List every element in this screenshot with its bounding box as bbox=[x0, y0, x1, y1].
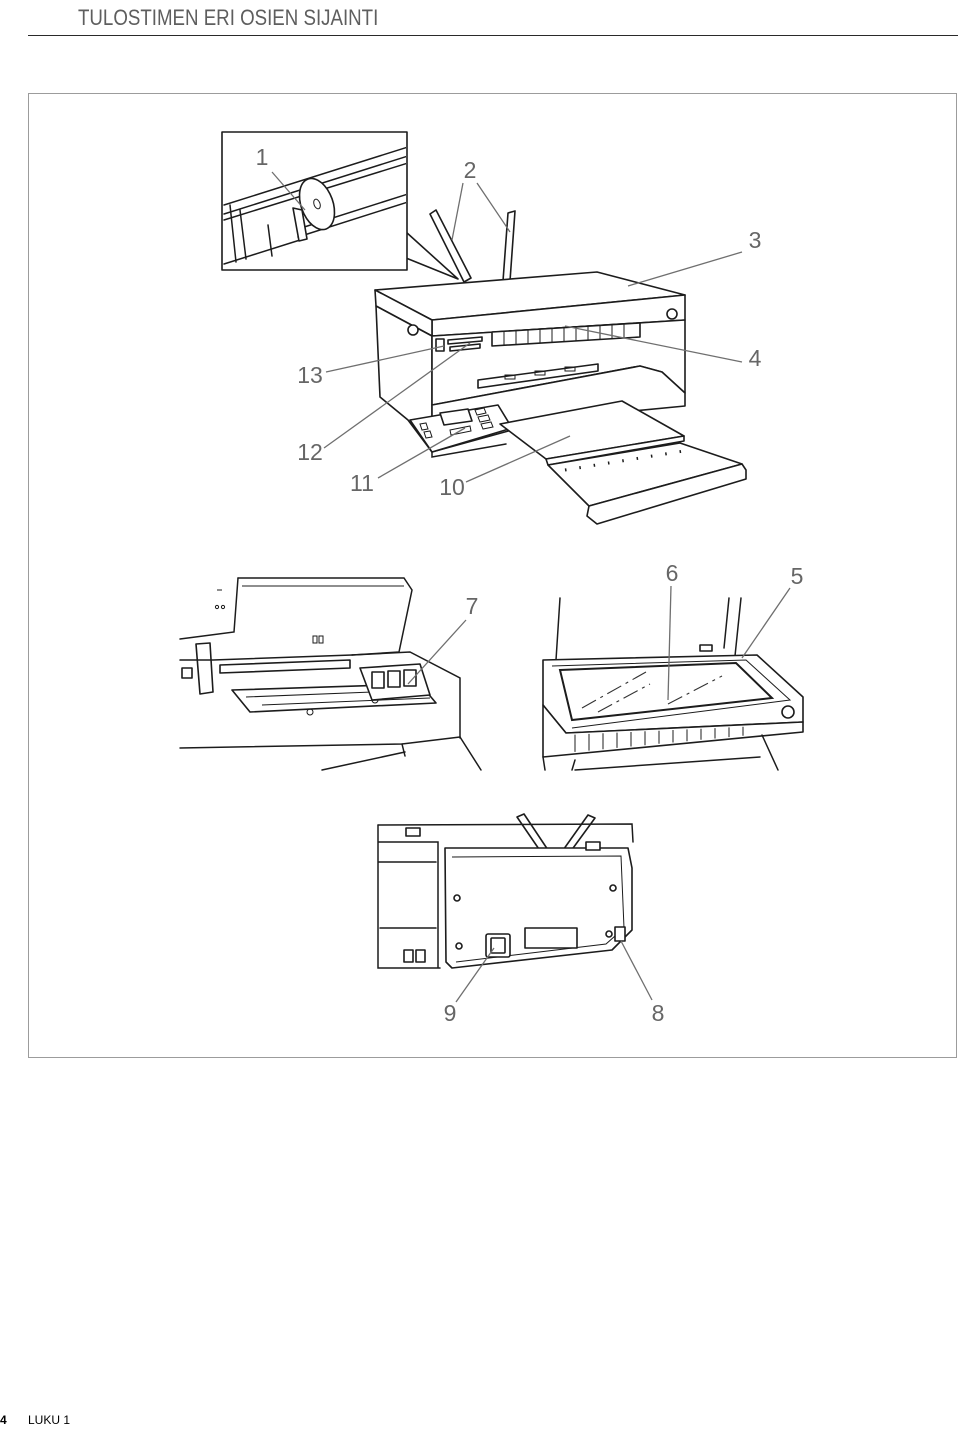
lid-hinge bbox=[699, 644, 713, 652]
title-rule bbox=[28, 35, 958, 36]
rear-tab-left bbox=[405, 827, 421, 837]
lid-molded-marks bbox=[214, 589, 324, 644]
callout-labels: 1 2 3 4 5 6 7 8 9 10 11 12 13 bbox=[256, 144, 804, 1026]
pick-up-roller bbox=[298, 177, 336, 231]
scanner-front-ticks bbox=[574, 726, 744, 752]
ink-cartridge-2 bbox=[387, 670, 401, 688]
callout-label-3: 3 bbox=[749, 227, 762, 253]
rear-screw-2 bbox=[609, 884, 617, 892]
footer-page-number: 4 bbox=[0, 1413, 7, 1427]
rear-left-block bbox=[377, 824, 441, 969]
rear-screw-3 bbox=[605, 930, 613, 938]
body-base-edge bbox=[431, 443, 507, 458]
power-socket-inner bbox=[490, 937, 506, 954]
scanner-glass bbox=[558, 661, 775, 722]
output-slot-notches bbox=[504, 366, 576, 380]
rear-screw-1 bbox=[453, 894, 461, 902]
callout-leader-5 bbox=[741, 587, 791, 659]
front-grip-ticks bbox=[503, 323, 625, 346]
ink-cartridge-3 bbox=[403, 669, 417, 687]
callout-leader-12 bbox=[323, 342, 471, 449]
paper-support-right bbox=[502, 210, 516, 282]
rear-top-edge bbox=[377, 823, 634, 843]
open-lid-outline bbox=[237, 577, 413, 656]
scanner-power-button bbox=[781, 705, 795, 719]
body-side-knob bbox=[407, 324, 419, 336]
lid-hinge-bracket bbox=[195, 642, 214, 695]
printer-rear-view bbox=[377, 813, 634, 969]
scanner-base-lines bbox=[542, 734, 779, 771]
callout-leader-3 bbox=[627, 251, 743, 287]
glass-reflection-1 bbox=[581, 671, 647, 709]
usb-port bbox=[614, 926, 626, 942]
rear-tab-right bbox=[585, 841, 601, 851]
deck-channel bbox=[219, 659, 351, 674]
callout-label-9: 9 bbox=[444, 1000, 457, 1026]
callout-leader-13 bbox=[325, 345, 445, 373]
callout-label-1: 1 bbox=[256, 144, 269, 170]
printer-front-view bbox=[374, 209, 747, 525]
callout-label-2: 2 bbox=[464, 157, 477, 183]
output-slot bbox=[477, 363, 599, 389]
callout-label-6: 6 bbox=[666, 560, 679, 586]
scanner-bed-view bbox=[542, 597, 804, 771]
callout-leader-2 bbox=[451, 182, 511, 241]
callout-leader-6 bbox=[667, 585, 672, 701]
deck-edge bbox=[179, 654, 353, 661]
callout-leaders bbox=[271, 171, 791, 1003]
lid-button bbox=[666, 308, 678, 320]
callout-leader-11 bbox=[377, 427, 466, 479]
callout-leader-4 bbox=[564, 325, 743, 363]
paper-support-left bbox=[429, 209, 472, 283]
callout-label-13: 13 bbox=[297, 362, 323, 388]
callout-label-11: 11 bbox=[350, 470, 374, 496]
inset-contents bbox=[223, 146, 406, 265]
glass-reflection-3 bbox=[667, 675, 723, 705]
glass-reflection-2 bbox=[597, 683, 651, 713]
scanner-frame-inner bbox=[551, 659, 792, 729]
rear-connector-2 bbox=[415, 949, 426, 963]
output-tray-lip bbox=[586, 463, 747, 525]
callout-label-10: 10 bbox=[439, 474, 465, 500]
callout-leader-8 bbox=[620, 940, 653, 1001]
rating-label bbox=[524, 927, 578, 949]
front-grip-band bbox=[491, 322, 641, 347]
memory-card-slot-upper bbox=[447, 336, 483, 345]
callout-leader-7 bbox=[407, 619, 467, 685]
camera-port bbox=[435, 338, 445, 352]
footer-chapter: LUKU 1 bbox=[28, 1413, 71, 1427]
ink-cartridge-1 bbox=[371, 671, 385, 689]
printer-open-cartridge-view bbox=[179, 577, 482, 771]
raised-lid-left bbox=[555, 597, 561, 661]
open-lid-left-edge bbox=[179, 577, 239, 640]
release-lever bbox=[292, 207, 308, 242]
callout-leader-10 bbox=[465, 435, 571, 483]
callout-leader-9 bbox=[455, 947, 495, 1003]
rear-panel bbox=[444, 847, 633, 969]
output-tray-front bbox=[545, 435, 685, 466]
callout-label-8: 8 bbox=[652, 1000, 665, 1026]
callout-leader-1 bbox=[271, 171, 306, 211]
page-title: TULOSTIMEN ERI OSIEN SIJAINTI bbox=[78, 5, 379, 30]
callout-label-5: 5 bbox=[791, 563, 804, 589]
side-latch bbox=[181, 667, 193, 679]
memory-card-slot-lower bbox=[449, 343, 481, 352]
callout-label-7: 7 bbox=[466, 593, 479, 619]
body-front-edge bbox=[179, 736, 461, 749]
raised-lid-right bbox=[723, 597, 742, 657]
rear-connector-1 bbox=[403, 949, 414, 963]
paper-feed-inset bbox=[221, 131, 459, 280]
callout-label-12: 12 bbox=[297, 439, 323, 465]
rear-screw-4 bbox=[455, 942, 463, 950]
body-top-right bbox=[351, 651, 461, 739]
control-panel-buttons bbox=[419, 407, 494, 439]
body-base-lines bbox=[321, 736, 482, 771]
control-panel-display bbox=[439, 408, 473, 426]
figure-frame bbox=[28, 93, 957, 1058]
body-left-side bbox=[375, 305, 433, 453]
callout-label-4: 4 bbox=[749, 345, 762, 371]
